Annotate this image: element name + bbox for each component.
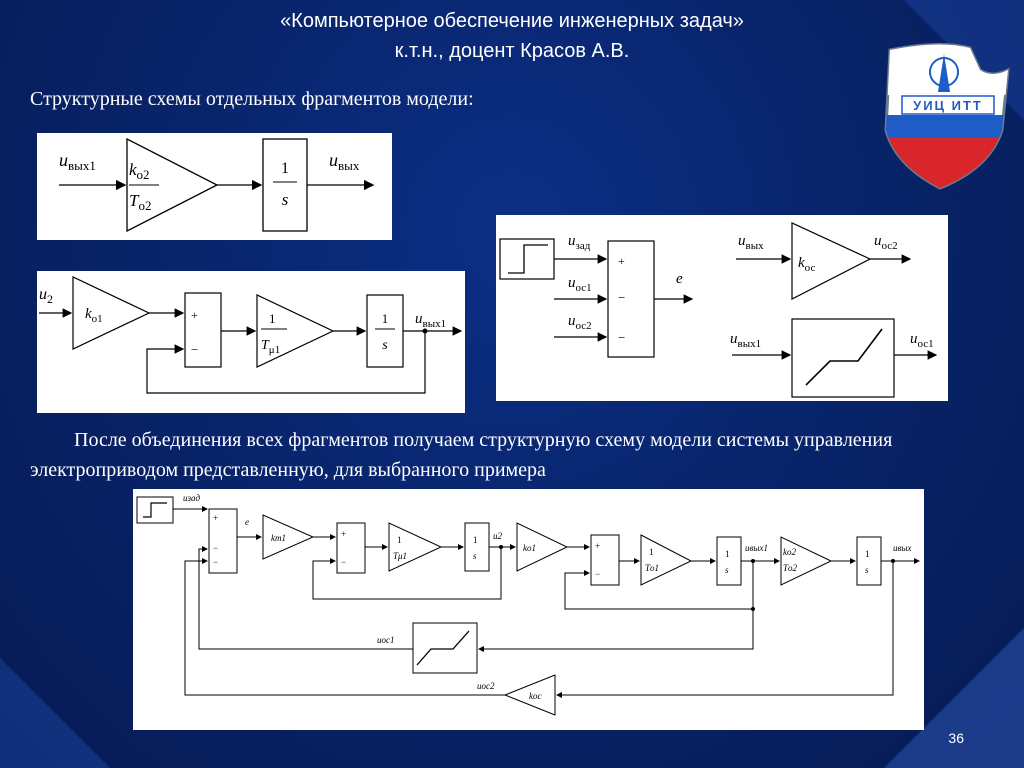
integrator-block-2 <box>366 294 404 368</box>
page-number: 36 <box>948 730 964 746</box>
logo-text: УИЦ ИТТ <box>913 98 983 113</box>
nonlinearity-block <box>412 622 478 674</box>
svg-text:uос2: uос2 <box>477 681 495 691</box>
tf-tmu1 <box>388 522 443 572</box>
svg-text:uос1: uос1 <box>910 331 934 350</box>
svg-text:1: 1 <box>865 549 870 559</box>
svg-text:uвых: uвых <box>738 233 764 252</box>
summator-3 <box>607 240 655 358</box>
integrator-block <box>262 138 308 232</box>
corner-decoration-bottom-left <box>0 658 110 768</box>
summator-3 <box>590 534 620 586</box>
svg-text:uвых: uвых <box>893 543 912 553</box>
svg-text:uзад: uзад <box>183 493 201 503</box>
svg-text:e: e <box>676 271 683 287</box>
diagram-panel-2: u2 kо1 + − 1 Tμ1 1 s uвых1 <box>37 271 465 413</box>
summator-2 <box>336 522 366 574</box>
svg-text:1: 1 <box>397 535 402 545</box>
svg-text:kос: kос <box>798 255 815 274</box>
svg-text:Tо2: Tо2 <box>783 563 798 573</box>
svg-text:uвых1: uвых1 <box>415 311 446 330</box>
summator-main <box>208 508 238 574</box>
svg-text:1: 1 <box>473 535 478 545</box>
svg-text:+: + <box>341 529 346 539</box>
svg-text:−: − <box>213 557 218 567</box>
svg-text:s: s <box>473 551 477 561</box>
svg-text:uвых1: uвых1 <box>745 543 768 553</box>
svg-text:+: + <box>595 541 600 551</box>
gain-block <box>126 137 219 233</box>
integrator-1 <box>464 522 490 572</box>
svg-text:uос1: uос1 <box>568 275 592 294</box>
diagram-panel-4: uзад + − − e km1 + − 1 Tμ1 1 s u2 kо1 + … <box>133 489 924 730</box>
svg-text:uзад: uзад <box>568 233 591 252</box>
tower-icon <box>929 54 959 92</box>
svg-text:uос1: uос1 <box>377 635 395 645</box>
svg-text:uвых1: uвых1 <box>730 331 761 350</box>
tf-block-tmu1 <box>256 294 335 368</box>
gain-ko1 <box>516 522 569 572</box>
svg-text:km1: km1 <box>271 533 286 543</box>
svg-text:Tμ1: Tμ1 <box>393 551 407 561</box>
svg-text:uвых: uвых <box>329 150 360 173</box>
svg-text:kо1: kо1 <box>85 306 103 325</box>
svg-text:Tо1: Tо1 <box>645 563 659 573</box>
svg-text:1: 1 <box>281 160 289 177</box>
section-heading: Структурные схемы отдельных фрагментов м… <box>30 88 474 110</box>
svg-text:−: − <box>213 543 218 553</box>
svg-text:1: 1 <box>649 547 654 557</box>
svg-text:kо2: kо2 <box>783 547 796 557</box>
gain-koc-block <box>503 674 556 716</box>
diagram-panel-1: uвых1 kо2 Tо2 1 s uвых <box>37 133 392 240</box>
integrator-2 <box>716 536 742 586</box>
gain-ko2 <box>780 536 833 586</box>
svg-text:e: e <box>245 517 249 527</box>
svg-text:1: 1 <box>382 311 389 326</box>
gain-km1 <box>262 514 315 560</box>
svg-text:uвых1: uвых1 <box>59 150 96 173</box>
gain-block-ko1 <box>72 276 151 350</box>
svg-text:1: 1 <box>725 549 730 559</box>
svg-text:1: 1 <box>269 311 276 326</box>
svg-text:u2: u2 <box>39 286 53 306</box>
svg-text:uос2: uос2 <box>568 313 592 332</box>
slide-title: «Компьютерное обеспечение инженерных зад… <box>280 10 744 32</box>
svg-text:+: + <box>191 308 198 322</box>
step-input-block <box>136 496 174 524</box>
slide-subtitle: к.т.н., доцент Красов А.В. <box>394 40 630 62</box>
svg-text:kо2: kо2 <box>129 160 150 182</box>
svg-text:s: s <box>382 338 388 353</box>
svg-text:kос: kос <box>529 691 542 701</box>
integrator-3 <box>856 536 882 586</box>
tf-to1 <box>640 534 693 586</box>
svg-text:−: − <box>341 557 346 567</box>
svg-text:uос2: uос2 <box>874 233 898 252</box>
svg-text:+: + <box>618 254 625 268</box>
svg-text:+: + <box>213 513 218 523</box>
svg-text:−: − <box>618 330 625 345</box>
step-input-block <box>499 238 555 280</box>
svg-text:Tо2: Tо2 <box>129 191 151 213</box>
diagram-panel-3: uзад uос1 uос2 + − − e uвых kос uос2 uвы… <box>496 215 948 401</box>
svg-text:Tμ1: Tμ1 <box>261 338 280 356</box>
svg-text:−: − <box>618 290 625 305</box>
svg-text:s: s <box>282 190 289 209</box>
gain-block-koc <box>791 222 872 300</box>
paragraph-text: После объединения всех фрагментов получа… <box>30 429 893 481</box>
summator <box>184 292 222 368</box>
svg-text:−: − <box>595 569 600 579</box>
svg-text:kо1: kо1 <box>523 543 536 553</box>
logo-shield: УИЦ ИТТ <box>884 42 1010 190</box>
svg-text:−: − <box>191 342 198 357</box>
nonlinearity-block <box>791 318 895 398</box>
svg-text:s: s <box>865 565 869 575</box>
svg-text:s: s <box>725 565 729 575</box>
svg-text:u2: u2 <box>493 531 503 541</box>
